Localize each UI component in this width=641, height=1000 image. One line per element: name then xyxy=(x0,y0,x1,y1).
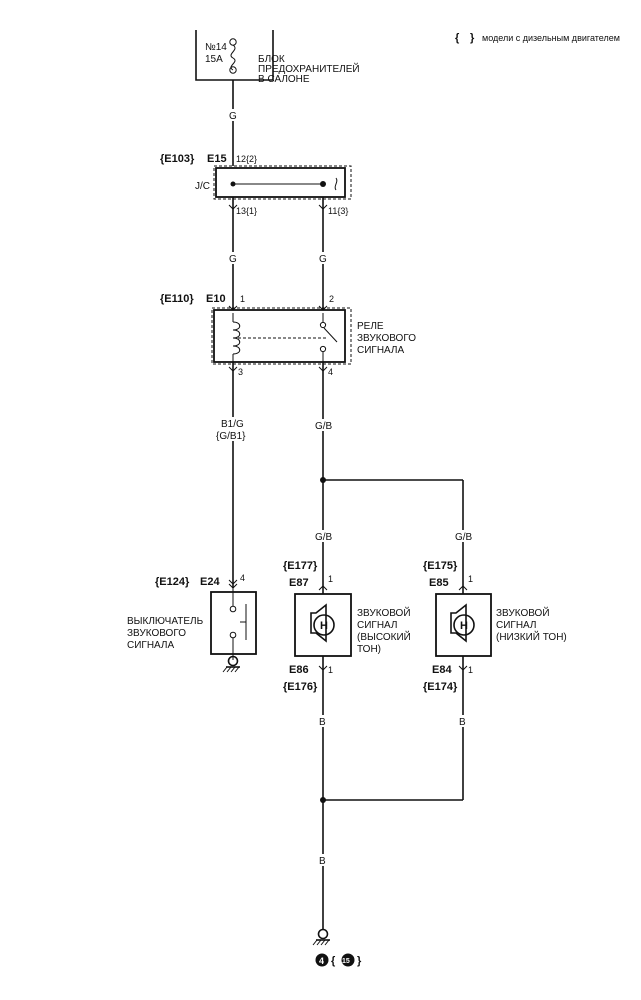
ground-point-b-badge xyxy=(341,953,355,967)
horn-high-box xyxy=(294,593,352,657)
main-ground: 4 { 15 } xyxy=(312,928,362,967)
relay-label-line-1: РЕЛЕ xyxy=(357,321,384,332)
wire-label-relay-to-horns: G/B xyxy=(315,421,333,432)
horn-high-alt-connector-top: {E177} xyxy=(283,560,318,572)
relay-pin-2: 2 xyxy=(329,294,334,304)
horn-high-pin-bottom: 1 xyxy=(328,665,333,675)
wire-label-relay-to-switch-1: B1/G xyxy=(221,419,244,430)
jc-connector: E15 xyxy=(207,153,227,165)
wire-label-jc-right: G xyxy=(319,254,327,265)
relay-pin-3: 3 xyxy=(238,367,243,377)
horn-low-pin-bottom: 1 xyxy=(468,665,473,675)
switch-connector: E24 xyxy=(200,576,220,588)
horn-high-speaker-icon xyxy=(310,603,327,643)
relay-coil-icon xyxy=(232,321,241,355)
horn-low-pin-top: 1 xyxy=(468,574,473,584)
fuse-block: №14 15A БЛОК ПРЕДОХРАНИТЕЛЕЙ В САЛОНЕ xyxy=(195,30,360,85)
horn-low-connector-bottom: E84 xyxy=(432,664,452,676)
horn-low-label-line-1: ЗВУКОВОЙ xyxy=(496,606,550,619)
horn-high: {E177} E87 1 H ЗВУКОВОЙ СИГНАЛ (ВЫСОКИЙ … xyxy=(283,560,411,693)
fuse-terminal-bottom xyxy=(229,66,237,74)
switch-label-line-3: СИГНАЛА xyxy=(127,640,174,651)
horn-high-label-line-1: ЗВУКОВОЙ xyxy=(357,606,411,619)
switch-alt-connector: {E124} xyxy=(155,576,190,588)
jc-alt-connector: {E103} xyxy=(160,153,195,165)
relay-label-line-3: СИГНАЛА xyxy=(357,345,404,356)
fuse-terminal-top xyxy=(229,38,237,46)
jc-label: J/C xyxy=(195,181,210,192)
jc-box xyxy=(215,167,346,198)
horn-low-alt-connector-top: {E175} xyxy=(423,560,458,572)
wire-label-horn-high-ground: B xyxy=(319,717,326,728)
horn-high-label-line-4: ТОН) xyxy=(357,644,381,655)
jc-pin-out-left: 13{1} xyxy=(236,206,257,216)
note-text: модели с дизельным двигателем xyxy=(482,33,620,43)
horn-low-label-line-2: СИГНАЛ xyxy=(496,620,537,631)
jc-internal-link-icon xyxy=(334,177,338,191)
switch-label-line-2: ЗВУКОВОГО xyxy=(127,628,186,639)
wire-label-fuse-to-jc: G xyxy=(229,111,237,122)
wire-label-main-ground: B xyxy=(319,856,326,867)
jc-internal-terminal xyxy=(320,181,326,187)
horn-low-alt-connector-bottom: {E174} xyxy=(423,681,458,693)
switch-ground-terminal xyxy=(227,655,239,667)
jc-pin-in: 12{2} xyxy=(236,154,257,164)
ground-point-a-badge xyxy=(315,953,329,967)
note-brace-close: } xyxy=(470,32,475,44)
horn-high-label-line-2: СИГНАЛ xyxy=(357,620,398,631)
fuse-label-line-2: ПРЕДОХРАНИТЕЛЕЙ xyxy=(258,62,360,75)
horn-high-symbol: H xyxy=(320,620,328,632)
wire-label-relay-to-switch-2: {G/B1} xyxy=(216,431,246,442)
ground-brace-open: { xyxy=(331,955,336,967)
horn-low: {E175} E85 1 H ЗВУКОВОЙ СИГНАЛ (НИЗКИЙ Т… xyxy=(423,560,567,693)
fuse-label-line-1: БЛОК xyxy=(258,54,285,65)
relay-alt-connector: {E110} xyxy=(160,293,194,305)
fuse-number: №14 xyxy=(205,42,227,53)
horn-high-alt-connector-bottom: {E176} xyxy=(283,681,318,693)
horn-low-symbol: H xyxy=(460,620,468,632)
ground-point-a: 4 xyxy=(319,956,324,966)
fuse-rating: 15A xyxy=(205,54,223,65)
main-ground-terminal xyxy=(317,928,329,940)
horn-low-label-line-3: (НИЗКИЙ ТОН) xyxy=(496,630,567,643)
ground-junction-dot xyxy=(320,797,326,803)
wire-label-horn-high: G/B xyxy=(315,532,333,543)
jc-pin-out-right: 11{3} xyxy=(328,206,348,216)
fuse-element-icon xyxy=(230,44,236,71)
horn-low-speaker-icon xyxy=(450,603,467,643)
note-brace-open: { xyxy=(455,32,460,44)
relay-dashed-outline xyxy=(211,307,352,365)
horn-high-pin-top: 1 xyxy=(328,574,333,584)
wire-label-jc-left: G xyxy=(229,254,237,265)
relay-pin-1: 1 xyxy=(240,294,245,304)
ground-point-b: 15 xyxy=(342,958,350,965)
horn-low-box xyxy=(435,593,492,657)
relay-switch-contact-icon xyxy=(323,327,338,343)
switch-label-line-1: ВЫКЛЮЧАТЕЛЬ xyxy=(127,616,204,627)
horn-switch: {E124} E24 4 ВЫКЛЮЧАТЕЛЬ ЗВУКОВОГО СИГНА… xyxy=(127,573,257,673)
relay-label-line-2: ЗВУКОВОГО xyxy=(357,333,416,344)
horn-high-label-line-3: (ВЫСОКИЙ xyxy=(357,630,411,643)
relay-connector: E10 xyxy=(206,293,226,305)
horn-high-connector-bottom: E86 xyxy=(289,664,309,676)
fuse-box-outline xyxy=(195,30,274,81)
horn-low-connector-top: E85 xyxy=(429,577,449,589)
relay-pin-4: 4 xyxy=(328,367,333,377)
ground-brace-close: } xyxy=(357,955,362,967)
horn-high-connector-top: E87 xyxy=(289,577,309,589)
wire-label-horn-low-ground: B xyxy=(459,717,466,728)
junction-connector: {E103} E15 12{2} J/C 13{1} 11{3} xyxy=(160,153,352,216)
wire-label-horn-low: G/B xyxy=(455,532,473,543)
switch-pin: 4 xyxy=(240,573,245,583)
fuse-label-line-3: В САЛОНЕ xyxy=(258,74,310,85)
horn-relay: {E110} E10 1 2 РЕЛЕ ЗВУКОВОГО СИГНАЛА 3 … xyxy=(160,293,416,377)
